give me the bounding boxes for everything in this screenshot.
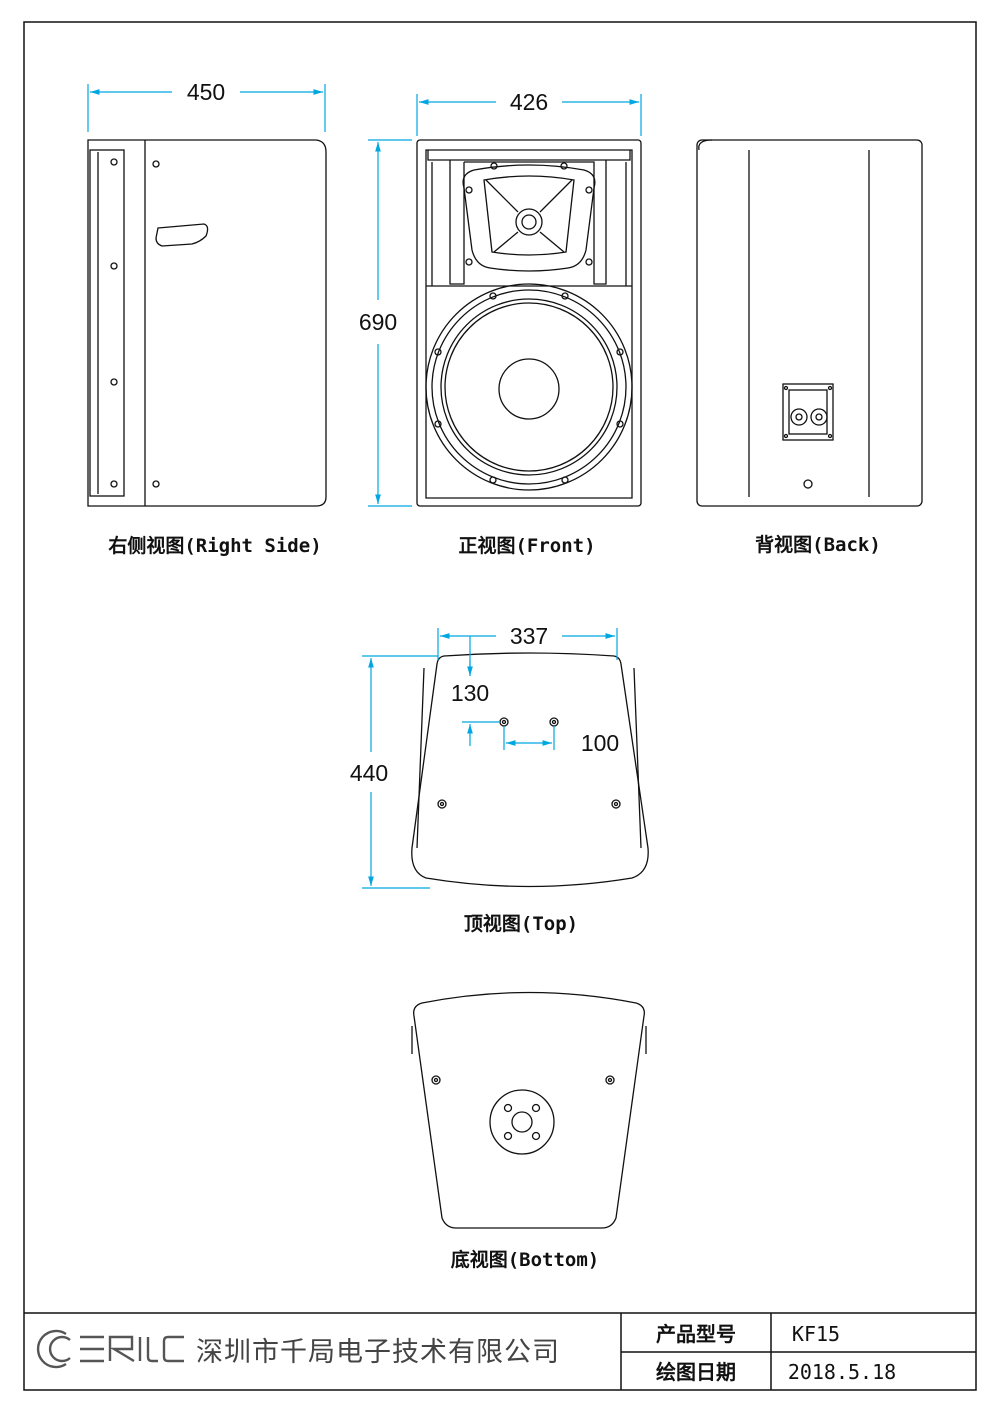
right-side-view [87,139,327,507]
dim-450-label: 450 [187,79,225,105]
model-value: KF15 [792,1322,840,1346]
front-caption: 正视图(Front) [458,534,595,557]
dimension-690: 690 [359,139,412,507]
back-view [696,139,923,507]
top-caption: 顶视图(Top) [464,912,578,935]
dim-337-label: 337 [510,623,548,649]
drawing-frame [23,21,977,1391]
back-caption: 背视图(Back) [755,533,881,556]
dimension-450: 450 [87,79,326,132]
dimension-337: 337 [437,623,618,660]
woofer-icon [425,283,633,491]
screw-icon [803,479,813,489]
handle-icon [155,223,209,247]
top-view [411,652,649,888]
dimension-426: 426 [416,89,642,136]
dim-100-label: 100 [581,730,619,756]
dim-690-label: 690 [359,309,397,335]
date-value: 2018.5.18 [788,1360,896,1384]
front-view [416,139,642,507]
right-side-caption: 右侧视图(Right Side) [107,534,321,557]
dim-130-label: 130 [451,680,489,706]
input-panel-icon [782,383,834,441]
company-logo [36,1329,184,1369]
title-block [24,1312,976,1390]
pole-mount-icon [489,1089,555,1155]
bottom-caption: 底视图(Bottom) [451,1248,600,1271]
bottom-view [411,991,647,1229]
dimension-130: 130 [451,636,500,746]
dimension-100: 100 [503,726,619,756]
dimension-440: 440 [350,655,438,889]
horn-icon [462,162,596,272]
date-label: 绘图日期 [656,1360,736,1384]
dim-440-label: 440 [350,760,388,786]
model-label: 产品型号 [656,1322,736,1346]
screw-icons [110,158,160,488]
dim-426-label: 426 [510,89,548,115]
company-name: 深圳市千局电子技术有限公司 [196,1337,560,1368]
